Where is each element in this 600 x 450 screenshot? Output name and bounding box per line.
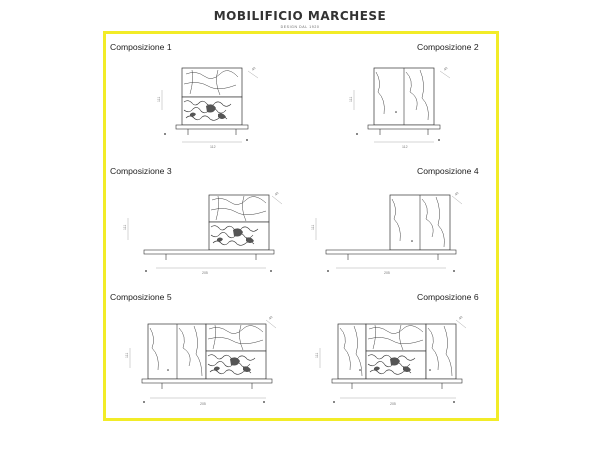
composition-3-height-label: 111 xyxy=(123,225,127,230)
composition-2-drawing: 111 112 40 xyxy=(349,66,451,149)
composition-5-depth-label: 40 xyxy=(268,315,274,321)
composition-2-title: Composizione 2 xyxy=(417,42,479,52)
composition-6-depth-label: 40 xyxy=(458,315,464,321)
composition-1-title: Composizione 1 xyxy=(110,42,172,52)
composition-3-width-label: 205 xyxy=(202,271,208,275)
composition-4-depth-label: 40 xyxy=(454,191,460,197)
composition-1-depth-label: 40 xyxy=(251,66,257,72)
compositions-frame xyxy=(103,31,499,421)
brand-name: MOBILIFICIO MARCHESE xyxy=(213,9,387,23)
composition-4-width-label: 205 xyxy=(384,271,390,275)
composition-6-drawing: 111 205 40 xyxy=(315,315,467,406)
composition-2-width-label: 112 xyxy=(402,145,408,149)
composition-6-height-label: 111 xyxy=(315,353,319,358)
composition-6-title: Composizione 6 xyxy=(417,292,479,302)
composition-1-drawing: 111 112 40 xyxy=(157,66,259,149)
composition-3-drawing: 111 205 40 xyxy=(123,191,283,275)
composition-4-drawing: 111 205 40 xyxy=(311,191,463,275)
composition-2-depth-label: 40 xyxy=(443,66,449,72)
composition-2-height-label: 111 xyxy=(349,97,353,102)
composition-5-height-label: 111 xyxy=(125,353,129,358)
composition-5-drawing: 111 205 40 xyxy=(125,315,277,406)
composition-1-height-label: 111 xyxy=(157,97,161,102)
brand-tagline: DESIGN DAL 1920 xyxy=(280,25,320,29)
composition-4-title: Composizione 4 xyxy=(417,166,479,176)
composition-3-depth-label: 40 xyxy=(274,191,280,197)
composition-1-width-label: 112 xyxy=(210,145,216,149)
composition-4-height-label: 111 xyxy=(311,225,315,230)
composition-5-title: Composizione 5 xyxy=(110,292,172,302)
composition-5-width-label: 205 xyxy=(200,402,206,406)
composition-6-width-label: 205 xyxy=(390,402,396,406)
composition-3-title: Composizione 3 xyxy=(110,166,172,176)
